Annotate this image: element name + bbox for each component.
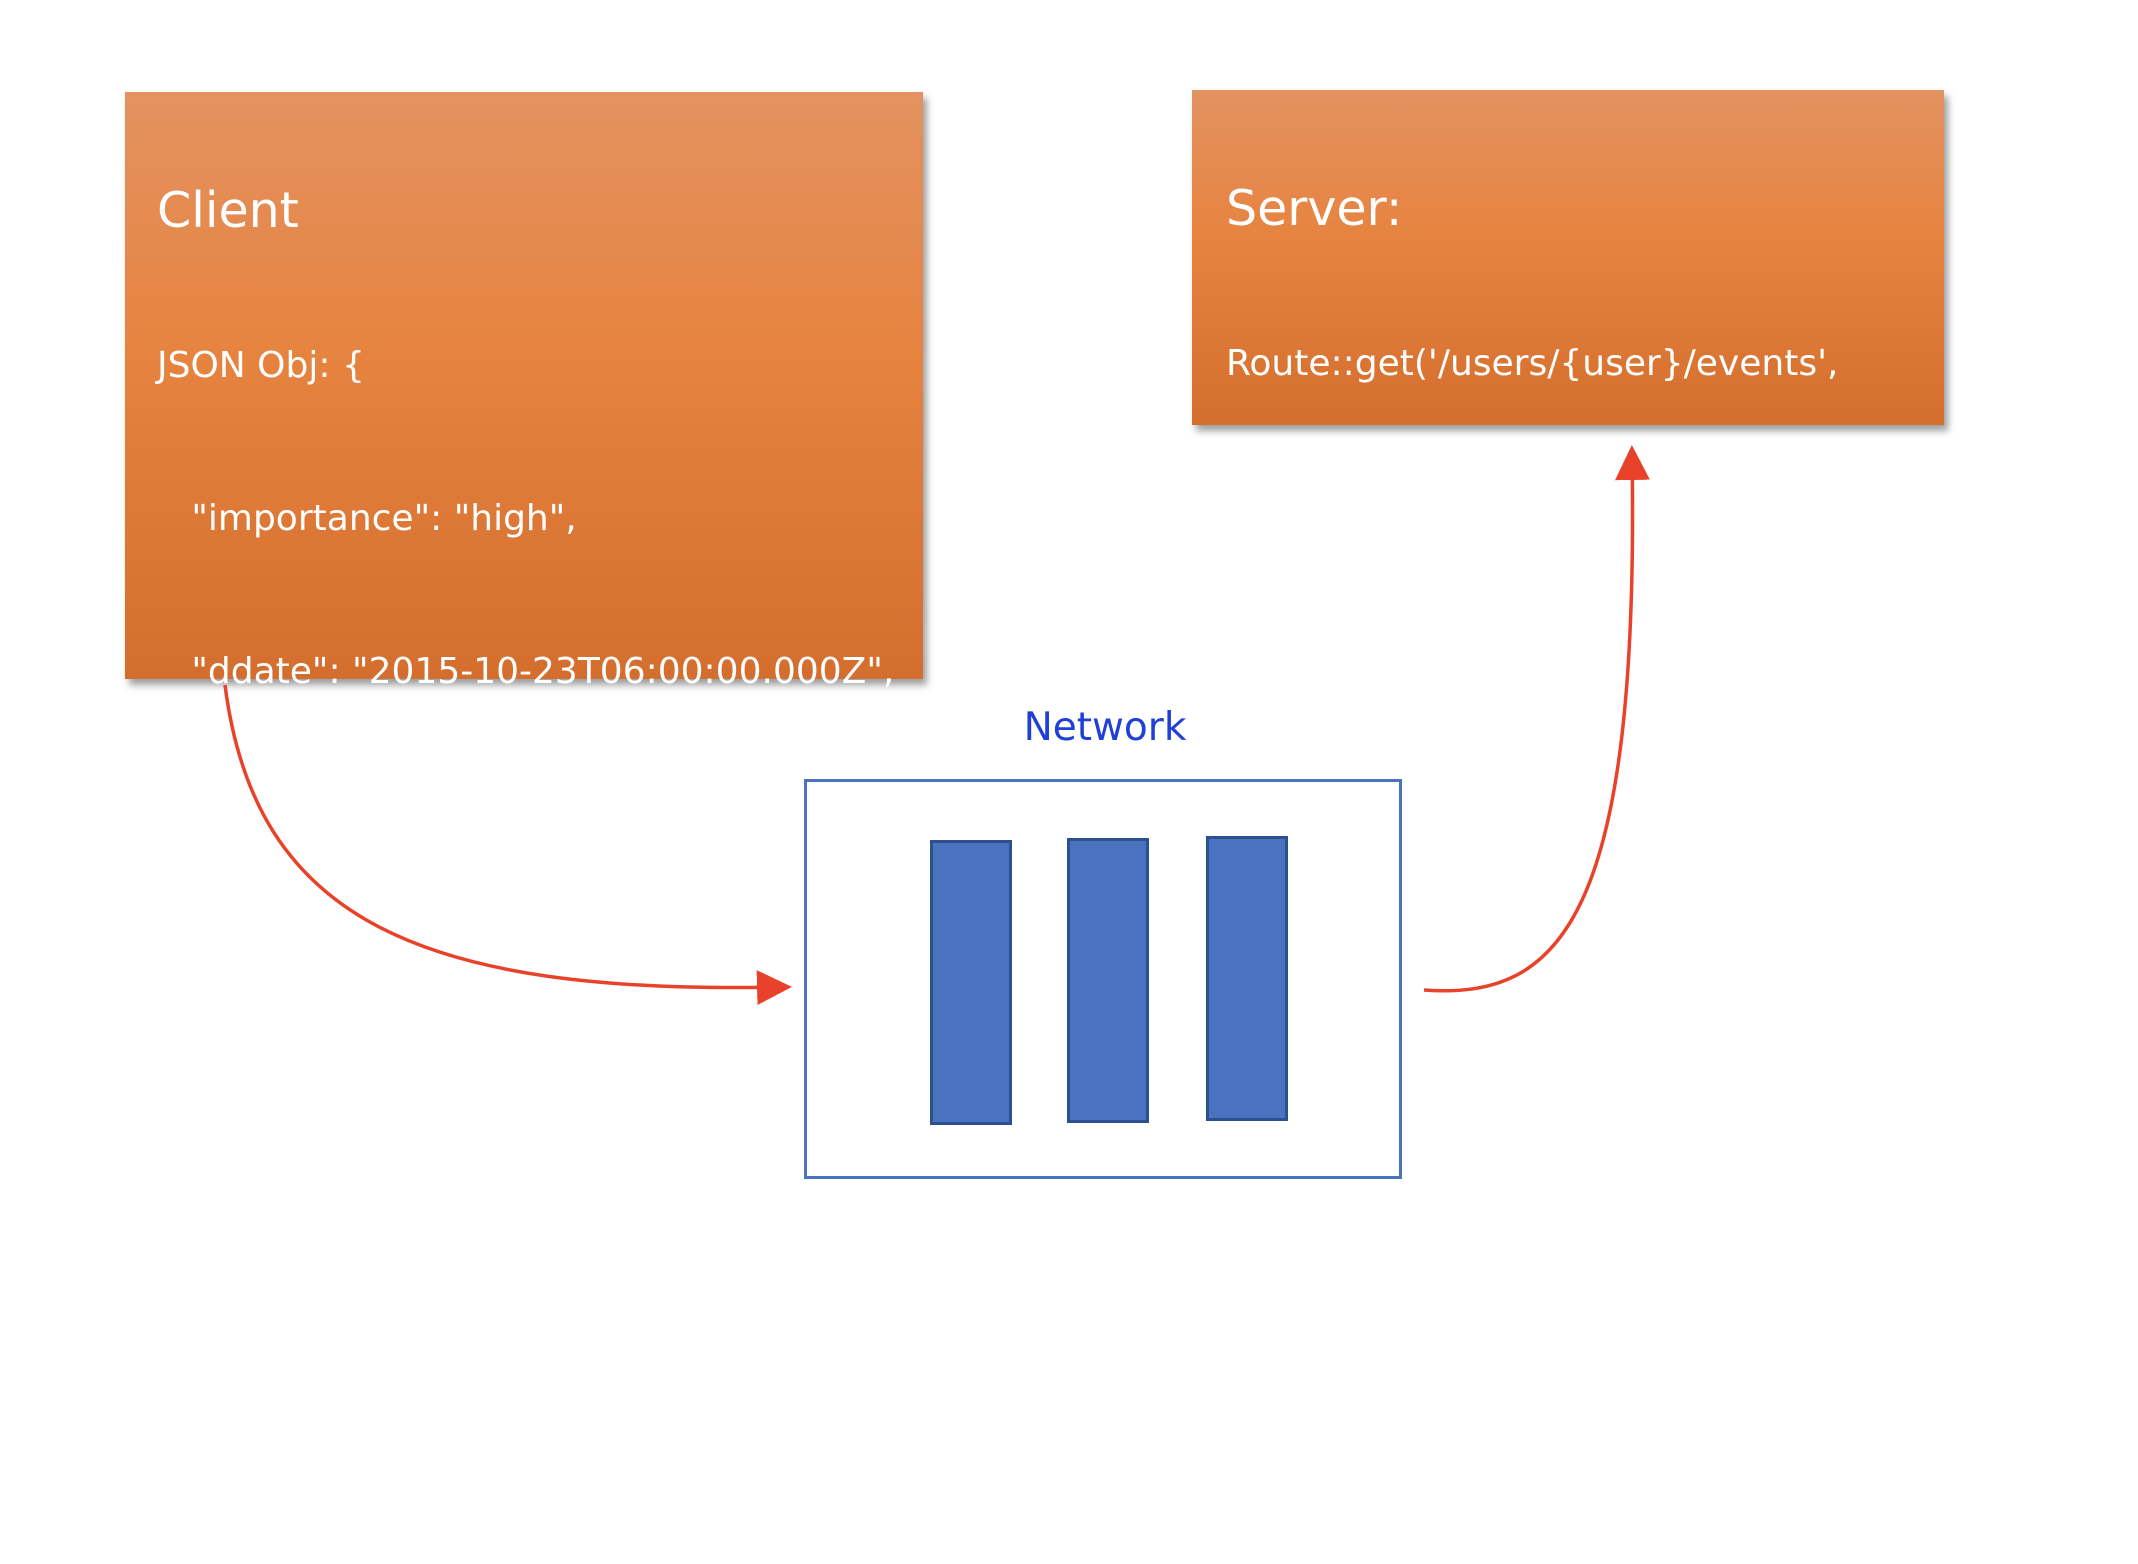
client-to-network-arrow xyxy=(223,684,792,1006)
server-route-lines: Route::get('/users/{user}/events', 'Even… xyxy=(1226,236,1944,644)
client-line: "course_id": 2, xyxy=(157,1110,454,1151)
client-title: Client xyxy=(157,182,299,239)
client-line: } xyxy=(157,1416,180,1457)
server-title: Server: xyxy=(1226,180,1403,237)
network-bar xyxy=(930,840,1012,1125)
client-line: "id": 9, xyxy=(157,1263,316,1304)
client-line: JSON Obj: { xyxy=(157,345,365,386)
network-to-server-arrow xyxy=(1423,445,1650,993)
network-bar xyxy=(1067,838,1149,1123)
server-box: Server: Route::get('/users/{user}/events… xyxy=(1192,90,1944,537)
server-line: 'EventController@getForUser'); xyxy=(1226,496,1786,537)
client-box: Client JSON Obj: { "importance": "high",… xyxy=(125,92,923,1457)
client-json-lines: JSON Obj: { "importance": "high", "ddate… xyxy=(157,238,923,1564)
server-line: Route::get('/users/{user}/events', xyxy=(1226,343,1839,384)
client-line: "importance": "high", xyxy=(157,498,577,539)
network-bar xyxy=(1206,836,1288,1121)
network-label: Network xyxy=(1023,705,1187,750)
flow-arrows xyxy=(223,445,1650,1006)
client-line: "description": "Individual work", xyxy=(157,804,767,845)
network-box xyxy=(804,779,1402,1179)
client-line: "ddate": "2015-10-23T06:00:00.000Z", xyxy=(157,651,895,692)
